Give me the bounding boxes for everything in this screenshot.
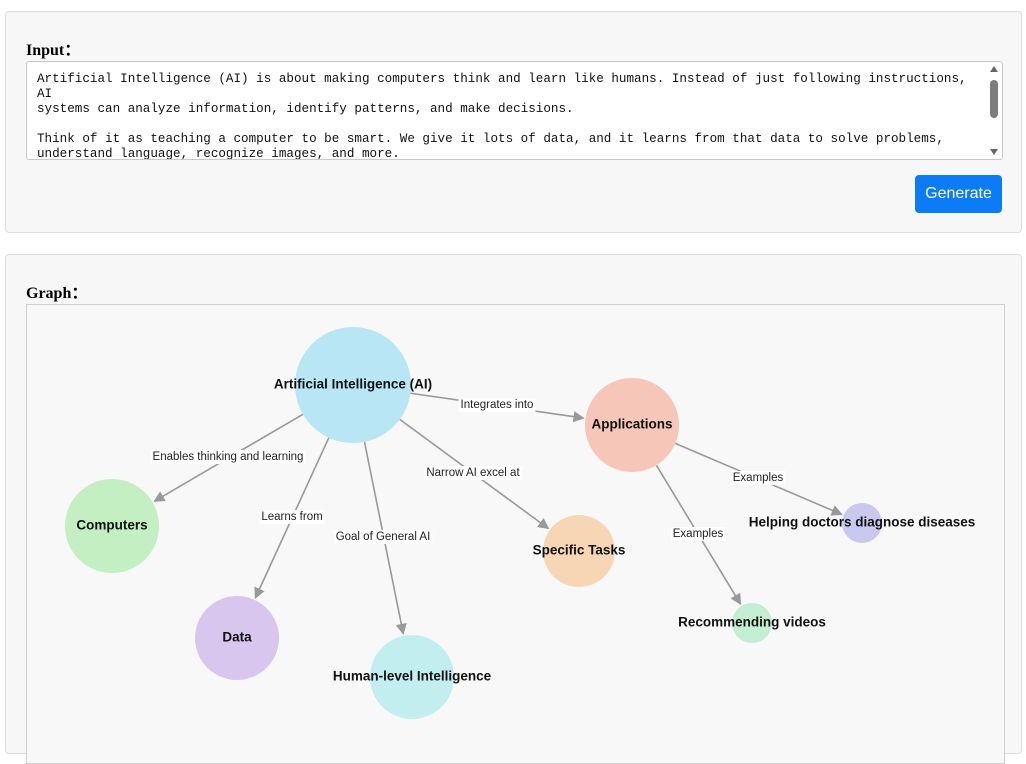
node-label-ai: Artificial Intelligence (AI)	[274, 377, 432, 392]
node-label-human: Human-level Intelligence	[333, 669, 492, 684]
scroll-thumb[interactable]	[990, 80, 998, 118]
node-label-videos: Recommending videos	[678, 615, 826, 630]
input-textarea-text: Artificial Intelligence (AI) is about ma…	[37, 72, 967, 160]
edge-label-background	[670, 527, 726, 542]
edge-label: Goal of General AI	[336, 531, 431, 543]
node-label-data: Data	[222, 630, 252, 645]
input-title: Input：	[26, 42, 81, 59]
node-human[interactable]	[370, 635, 454, 719]
node-videos[interactable]	[732, 603, 772, 643]
graph-svg[interactable]: Artificial Intelligence (AI) Applications…	[27, 305, 1005, 764]
edge-label-background	[333, 530, 433, 545]
graph-canvas[interactable]: Artificial Intelligence (AI) Applications…	[26, 304, 1005, 764]
edge-label: Examples	[733, 472, 784, 484]
edge-label: Narrow AI excel at	[426, 467, 520, 479]
edge-label: Enables thinking and learning	[153, 451, 304, 463]
node-ai[interactable]	[295, 327, 411, 443]
input-panel: Input： Artificial Intelligence (AI) is a…	[5, 11, 1022, 233]
edge-label-background	[259, 510, 325, 525]
node-label-doctors: Helping doctors diagnose diseases	[749, 515, 976, 530]
node-label-computers: Computers	[76, 518, 147, 533]
generate-button[interactable]: Generate	[915, 175, 1002, 213]
edge-label-background	[458, 398, 536, 413]
node-computers[interactable]	[65, 479, 159, 573]
node-label-apps: Applications	[591, 417, 672, 432]
scroll-up-arrow-icon[interactable]	[990, 66, 998, 72]
input-textarea[interactable]: Artificial Intelligence (AI) is about ma…	[26, 61, 1003, 160]
edge-label: Learns from	[261, 511, 322, 523]
node-data[interactable]	[195, 596, 279, 680]
node-tasks[interactable]	[543, 515, 615, 587]
edge-label-background	[730, 471, 786, 486]
graph-panel: Graph： Artificial Intelligence (AI) Appli…	[5, 254, 1022, 764]
node-label-tasks: Specific Tasks	[533, 543, 626, 558]
scroll-down-arrow-icon[interactable]	[990, 149, 998, 155]
node-apps[interactable]	[585, 378, 679, 472]
edge-label-background	[424, 466, 523, 481]
edge-label-background	[150, 450, 306, 465]
edge-label: Integrates into	[461, 399, 534, 411]
textarea-scrollbar[interactable]	[987, 62, 1002, 159]
graph-title: Graph：	[26, 285, 88, 302]
node-doctors[interactable]	[842, 503, 882, 543]
edge-label: Examples	[673, 528, 724, 540]
